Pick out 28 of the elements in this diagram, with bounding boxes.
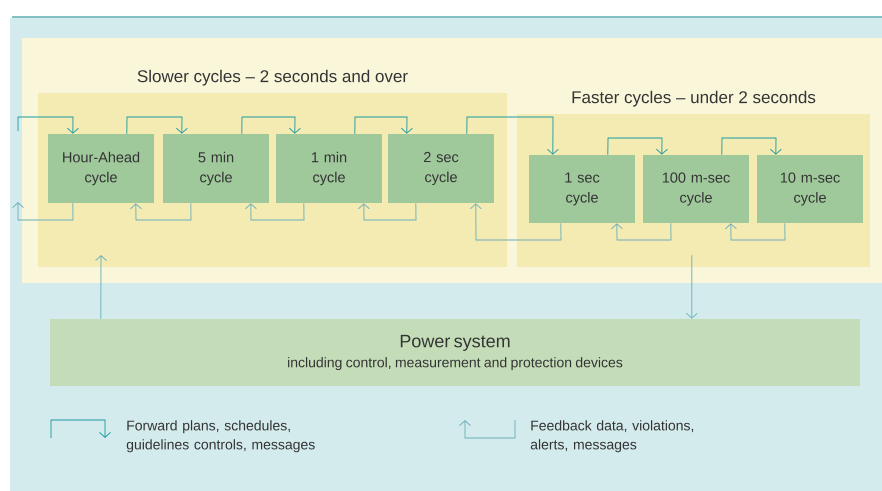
process-box: 1 min cycle [276, 134, 382, 203]
node-label: Faster cycles – under 2 seconds [572, 90, 816, 107]
arrow [130, 202, 192, 220]
arrow [354, 116, 413, 134]
legend-text: Feedback data, violations, alerts, messages [530, 420, 694, 452]
arrow [95, 255, 107, 320]
arrow [470, 203, 562, 240]
process-box: Hour-Ahead cycle [48, 134, 154, 203]
arrow [724, 222, 786, 240]
arrow [466, 116, 559, 155]
arrow [686, 254, 698, 319]
arrow [244, 202, 304, 220]
process-box: 5 min cycle [163, 134, 269, 203]
arrow [12, 202, 74, 220]
arrow [18, 116, 79, 134]
arrow [358, 202, 416, 220]
process-box: 2 sec cycle [388, 134, 494, 203]
process-box: 10 m-sec cycle [757, 155, 863, 223]
process-box: 1 sec cycle [529, 155, 635, 223]
node-label: Slower cycles – 2 seconds and over [138, 70, 408, 86]
arrow [607, 138, 668, 156]
arrow [721, 138, 782, 156]
arrow [241, 116, 301, 134]
legend-text: Forward plans, schedules, guidelines controls, messages [126, 420, 315, 452]
arrow [610, 222, 672, 240]
arrow [126, 116, 188, 134]
system-box: Power system including control, measurement and protection devices [50, 319, 860, 386]
process-box: 100 m-sec cycle [643, 155, 749, 223]
